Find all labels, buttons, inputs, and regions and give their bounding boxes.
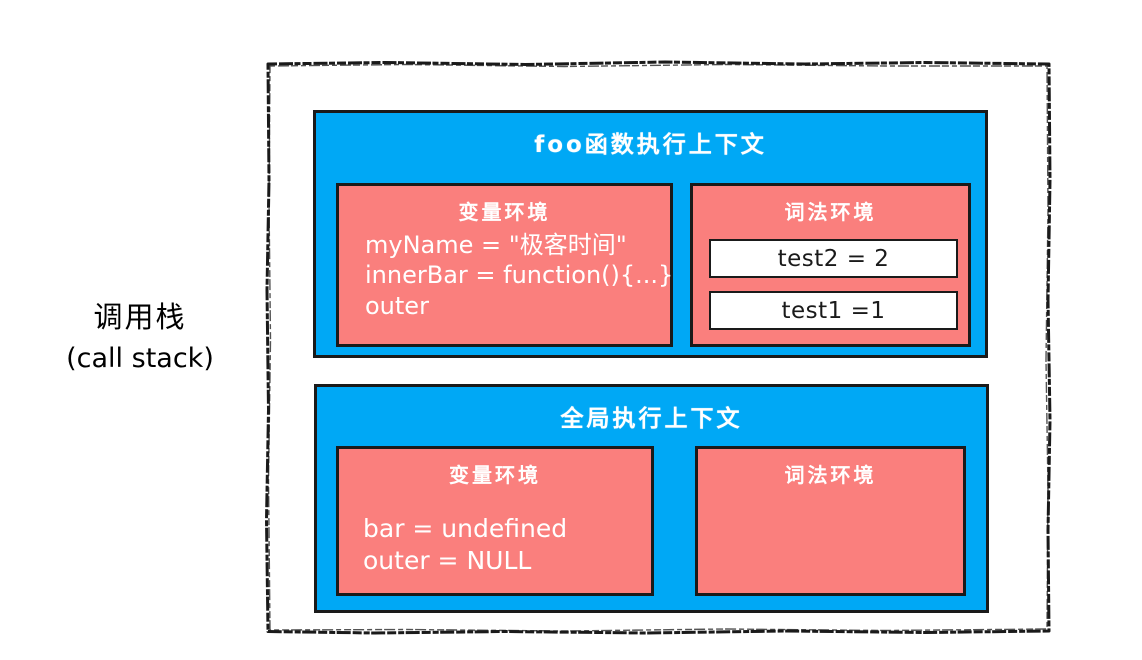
global-lexical-environment-title: 词法环境 [784,463,877,487]
foo-lexical-environment[interactable]: 词法环境 test2 = 2 test1 =1 [690,183,971,347]
foo-variable-environment-title: 变量环境 [458,200,551,224]
execution-context-global[interactable]: 全局执行上下文 变量环境 bar = undefined outer = NUL… [314,384,989,613]
execution-context-foo[interactable]: foo函数执行上下文 变量环境 myName = "极客时间" innerBar… [313,110,988,358]
context-title-foo: foo函数执行上下文 [534,132,767,158]
lexical-binding-test2[interactable]: test2 = 2 [709,239,958,278]
call-stack-label-english: (call stack) [66,343,214,375]
global-var-entry-outer: outer = NULL [363,545,532,575]
call-stack-frame: foo函数执行上下文 变量环境 myName = "极客时间" innerBar… [265,60,1052,635]
context-title-global: 全局执行上下文 [560,406,743,432]
lexical-binding-test1[interactable]: test1 =1 [709,291,958,330]
global-var-entry-bar: bar = undefined [363,514,568,543]
foo-variable-environment[interactable]: 变量环境 myName = "极客时间" innerBar = function… [336,183,673,347]
global-variable-environment-entries: bar = undefined outer = NULL [363,513,641,577]
foo-var-entry-myname: myName = "极客时间" [365,231,627,259]
call-stack-label-chinese: 调用栈 [93,300,187,334]
global-lexical-environment[interactable]: 词法环境 [695,446,966,596]
foo-var-entry-innerbar: innerBar = function(){...} [365,261,674,290]
foo-var-entry-outer: outer [365,291,429,320]
global-variable-environment-title: 变量环境 [449,463,541,487]
call-stack-label: 调用栈 (call stack) [30,298,250,378]
foo-variable-environment-entries: myName = "极客时间" innerBar = function(){..… [365,230,674,321]
global-variable-environment[interactable]: 变量环境 bar = undefined outer = NULL [336,446,654,596]
foo-lexical-environment-title: 词法环境 [784,200,877,224]
